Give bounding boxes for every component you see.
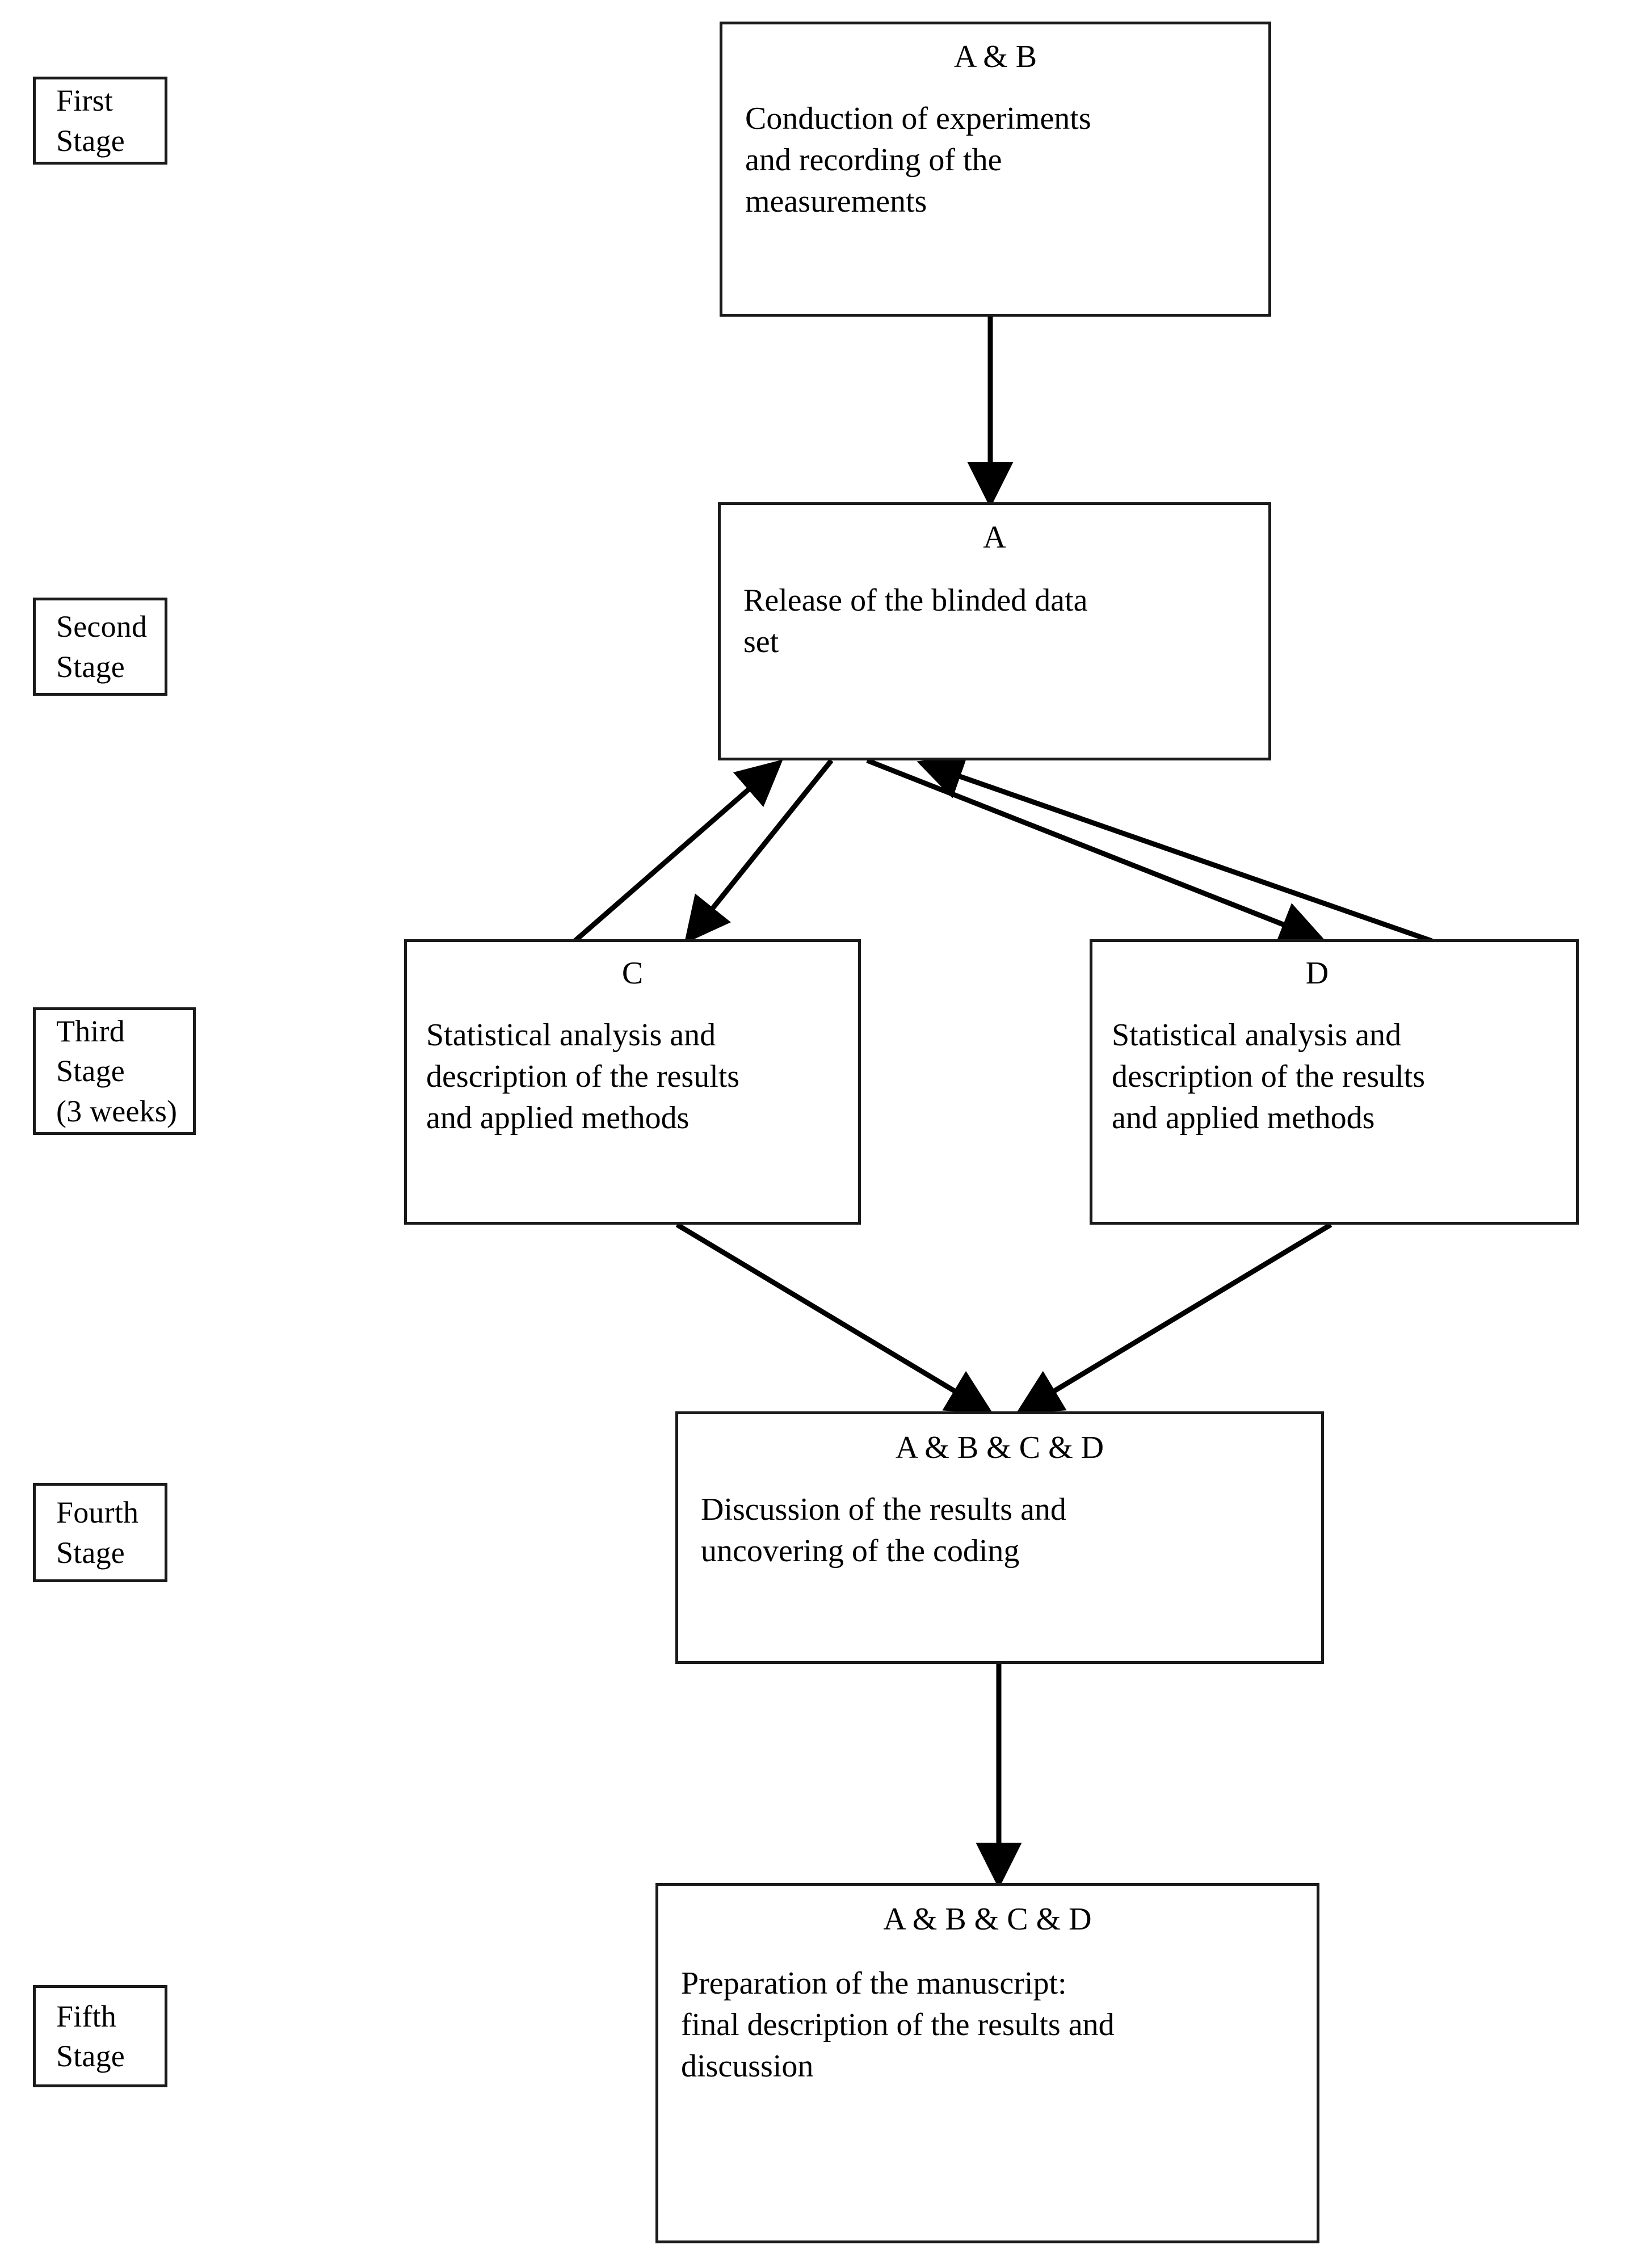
node-analysis-d[interactable]: D Statistical analysis and description o… xyxy=(1090,939,1579,1225)
node-release-data-body: Release of the blinded data set xyxy=(743,580,1254,663)
stage-label-fourth-line-1: Fourth Stage xyxy=(56,1495,139,1570)
node-analysis-d-body-line-2: description of the results xyxy=(1112,1058,1426,1094)
node-discussion-body: Discussion of the results and uncovering… xyxy=(701,1489,1310,1572)
node-discussion-body-line-1: Discussion of the results and xyxy=(701,1492,1066,1527)
node-analysis-d-body-line-3: and applied methods xyxy=(1112,1100,1375,1136)
edge-d-to-discussion xyxy=(1015,1222,1332,1415)
node-release-data-body-line-1: Release of the blinded data xyxy=(743,583,1088,618)
node-analysis-c-body: Statistical analysis and description of … xyxy=(426,1015,847,1138)
node-experiments-body-line-3: measurements xyxy=(745,183,927,219)
node-analysis-c[interactable]: C Statistical analysis and description o… xyxy=(404,939,861,1225)
stage-label-fifth: Fifth Stage xyxy=(33,1985,167,2087)
node-experiments-actors: A & B xyxy=(953,39,1037,74)
node-experiments-body: Conduction of experiments and recording … xyxy=(745,98,1254,222)
node-manuscript-body-line-3: discussion xyxy=(681,2048,814,2084)
edge-c-to-release xyxy=(573,759,783,943)
stage-label-first-line-1: First Stage xyxy=(56,83,125,158)
node-manuscript[interactable]: A & B & C & D Preparation of the manuscr… xyxy=(655,1883,1319,2243)
node-experiments-body-line-2: and recording of the xyxy=(745,142,1002,178)
stage-label-second-line-1: Second Stage xyxy=(56,609,148,684)
node-discussion-body-line-2: uncovering of the coding xyxy=(701,1533,1020,1569)
node-manuscript-body: Preparation of the manuscript: final des… xyxy=(681,1963,1308,2087)
stage-label-second: Second Stage xyxy=(33,598,167,696)
node-experiments[interactable]: A & B Conduction of experiments and reco… xyxy=(720,22,1271,317)
node-experiments-body-line-1: Conduction of experiments xyxy=(745,101,1091,136)
node-analysis-d-actors: D xyxy=(1305,956,1329,991)
node-analysis-c-body-line-3: and applied methods xyxy=(426,1100,690,1136)
edge-release-to-d xyxy=(866,758,1326,946)
node-discussion[interactable]: A & B & C & D Discussion of the results … xyxy=(675,1411,1324,1664)
edge-c-to-discussion xyxy=(675,1222,994,1415)
node-manuscript-actors: A & B & C & D xyxy=(883,1902,1092,1937)
node-manuscript-body-line-2: final description of the results and xyxy=(681,2007,1115,2042)
stage-label-third: Third Stage (3 weeks) xyxy=(33,1007,196,1135)
node-analysis-c-body-line-2: description of the results xyxy=(426,1058,740,1094)
node-release-data-actors: A xyxy=(983,520,1006,555)
node-release-data-body-line-2: set xyxy=(743,624,779,659)
stage-label-fourth: Fourth Stage xyxy=(33,1483,167,1582)
edge-release-to-c xyxy=(684,759,834,944)
node-release-data[interactable]: A Release of the blinded data set xyxy=(718,502,1271,760)
node-analysis-c-body-line-1: Statistical analysis and xyxy=(426,1018,716,1053)
edge-d-to-release xyxy=(917,755,1433,944)
stage-label-fifth-line-1: Fifth Stage xyxy=(56,1999,125,2073)
node-analysis-c-actors: C xyxy=(621,956,644,991)
stage-label-third-line-1: Third Stage xyxy=(56,1014,125,1088)
node-discussion-actors: A & B & C & D xyxy=(895,1430,1104,1465)
stage-label-third-line-2: (3 weeks) xyxy=(56,1094,178,1128)
stage-label-first: First Stage xyxy=(33,77,167,165)
node-manuscript-body-line-1: Preparation of the manuscript: xyxy=(681,1966,1067,2001)
node-analysis-d-body: Statistical analysis and description of … xyxy=(1112,1015,1565,1138)
node-analysis-d-body-line-1: Statistical analysis and xyxy=(1112,1018,1402,1053)
